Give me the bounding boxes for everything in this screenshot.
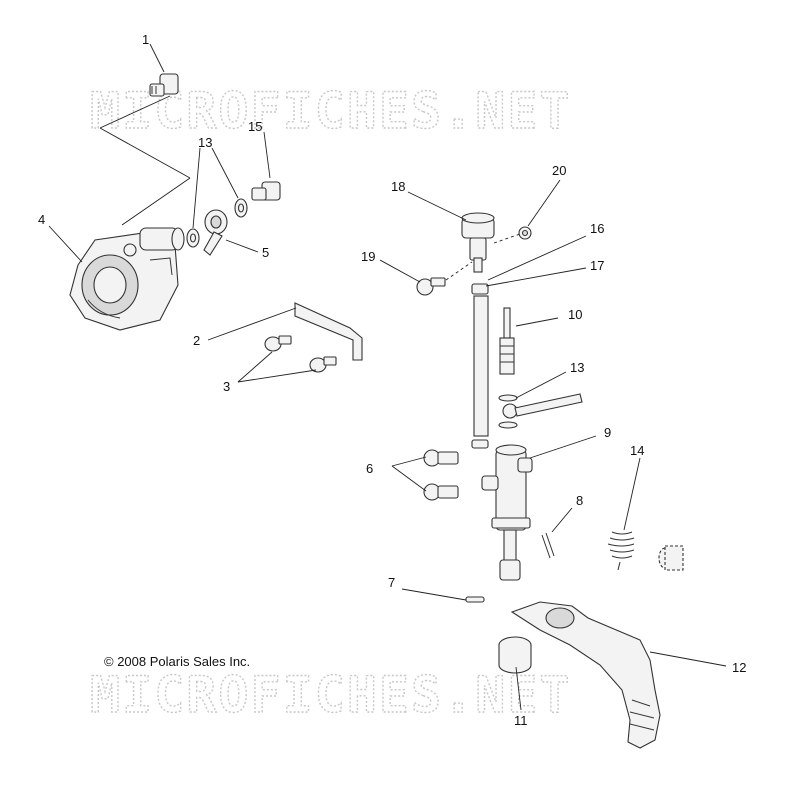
callout-13-lower: 13 [570,360,584,375]
callout-9: 9 [604,425,611,440]
callout-5: 5 [262,245,269,260]
callout-20: 20 [552,163,566,178]
part-bolts-3 [264,335,337,373]
callout-7: 7 [388,575,395,590]
part-hose [471,295,489,449]
part-clamp-16 [471,283,489,295]
callout-18: 18 [391,179,405,194]
part-banjo-fitting [203,209,228,256]
callout-13-upper: 13 [198,135,212,150]
callout-10: 10 [568,307,582,322]
callout-19: 19 [361,249,375,264]
part-bolts-6 [423,449,459,501]
part-master-cylinder [481,444,533,581]
part-washers-lower [498,393,583,429]
part-bolt-19 [416,277,446,296]
callout-1: 1 [142,32,149,47]
part-banjo-bolt [251,181,281,201]
copyright-text: © 2008 Polaris Sales Inc. [104,654,250,669]
part-pin [465,596,485,603]
callout-4: 4 [38,212,45,227]
part-bolt-1 [149,73,179,97]
part-cotter-pin [541,532,555,559]
part-reservoir [461,212,495,273]
part-washers-upper [186,198,248,248]
callout-6: 6 [366,461,373,476]
part-bushing [498,636,532,674]
callout-14: 14 [630,443,644,458]
part-pivot [658,545,684,571]
watermark-bottom: MICROFICHES.NET [90,666,572,724]
part-caliper [69,227,185,331]
callout-12: 12 [732,660,746,675]
callout-3: 3 [223,379,230,394]
callout-2: 2 [193,333,200,348]
part-switch [499,307,515,375]
callout-8: 8 [576,493,583,508]
callout-15: 15 [248,119,262,134]
part-nut-20 [518,226,532,240]
part-bracket [294,302,363,361]
part-brake-pedal [510,601,661,749]
callout-17: 17 [590,258,604,273]
callout-11: 11 [514,713,528,728]
callout-16: 16 [590,221,604,236]
part-spring [607,531,635,571]
